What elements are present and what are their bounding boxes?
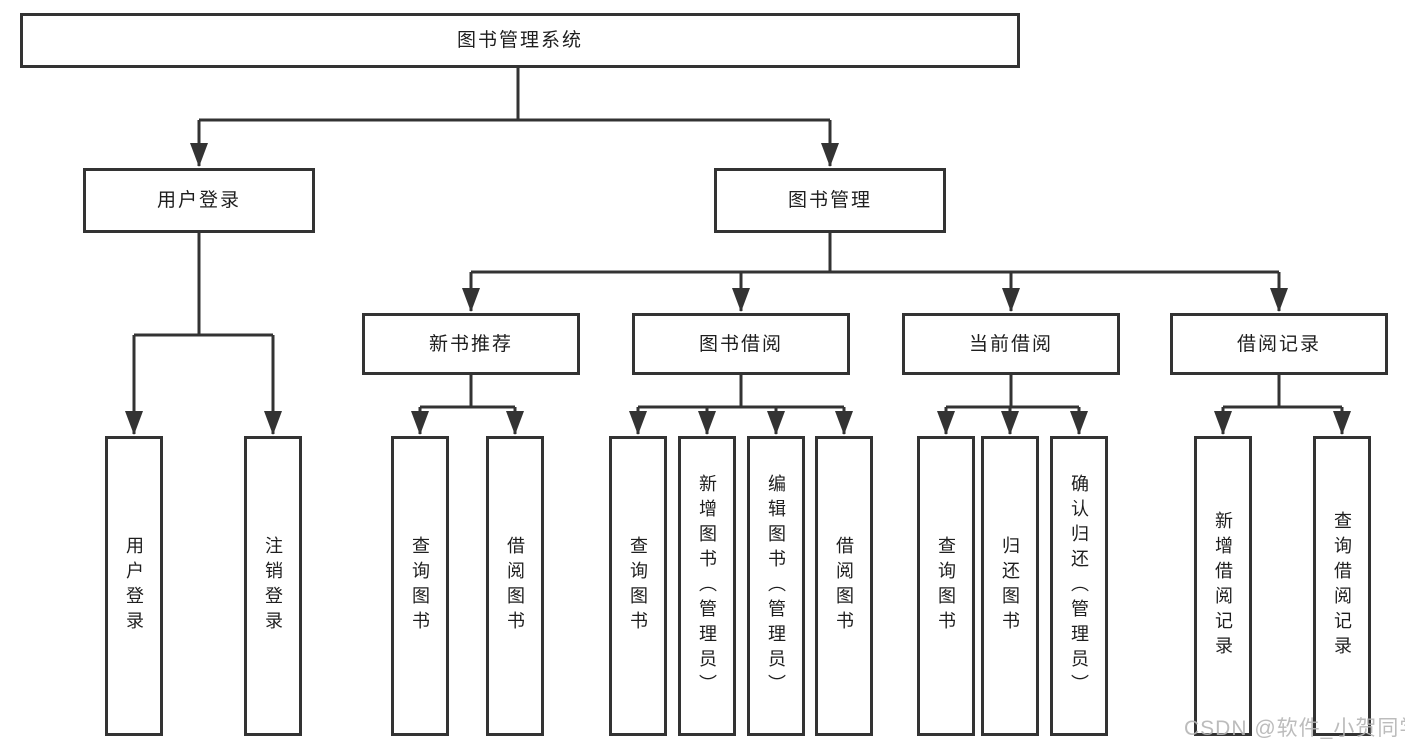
node-borrowing-records: 借阅记录: [1170, 313, 1388, 375]
node-leaf-return-book: 归还图书: [981, 436, 1039, 736]
node-label: 新书推荐: [428, 333, 513, 355]
node-label: 归还图书: [1000, 536, 1020, 636]
edges-current-borrow: [937, 375, 1088, 435]
node-leaf-query-book-borrow: 查询图书: [609, 436, 667, 736]
node-label: 图书管理系统: [456, 30, 583, 51]
node-label: 新增图书（管理员）: [697, 473, 717, 699]
node-leaf-add-borrow-record: 新增借阅记录: [1194, 436, 1252, 736]
edges-book-borrow: [629, 375, 853, 435]
node-label: 图书管理: [787, 190, 872, 211]
node-leaf-user-login: 用户登录: [105, 436, 163, 736]
node-leaf-borrow-book-recommend: 借阅图书: [486, 436, 544, 736]
node-leaf-query-book-current: 查询图书: [917, 436, 975, 736]
node-label: 编辑图书（管理员）: [766, 473, 786, 699]
node-label: 新增借阅记录: [1213, 511, 1233, 661]
node-leaf-query-book-recommend: 查询图书: [391, 436, 449, 736]
node-leaf-edit-book-admin: 编辑图书（管理员）: [747, 436, 805, 736]
node-label: 用户登录: [156, 190, 241, 211]
node-label: 借阅记录: [1236, 333, 1321, 355]
edges-root: [190, 68, 839, 167]
edges-user-login: [125, 233, 282, 435]
edges-new-book: [411, 375, 524, 435]
node-label: 用户登录: [124, 536, 144, 636]
node-label: 当前借阅: [968, 333, 1053, 355]
node-book-borrowing: 图书借阅: [632, 313, 850, 375]
node-new-book-recommend: 新书推荐: [362, 313, 580, 375]
node-leaf-query-borrow-record: 查询借阅记录: [1313, 436, 1371, 736]
node-leaf-confirm-return-admin: 确认归还（管理员）: [1050, 436, 1108, 736]
node-label: 确认归还（管理员）: [1069, 473, 1089, 699]
watermark: CSDN @软件_小贺同学: [1184, 717, 1405, 740]
edges-book-management: [462, 233, 1288, 312]
node-user-login-branch: 用户登录: [83, 168, 315, 233]
node-leaf-logout: 注销登录: [244, 436, 302, 736]
node-label: 查询图书: [628, 536, 648, 636]
node-label: 查询图书: [410, 536, 430, 636]
node-current-borrowing: 当前借阅: [902, 313, 1120, 375]
node-label: 借阅图书: [505, 536, 525, 636]
node-label: 查询借阅记录: [1332, 511, 1352, 661]
node-root-system: 图书管理系统: [20, 13, 1020, 68]
node-leaf-add-book-admin: 新增图书（管理员）: [678, 436, 736, 736]
node-label: 图书借阅: [698, 333, 783, 355]
node-leaf-borrow-book: 借阅图书: [815, 436, 873, 736]
node-label: 查询图书: [936, 536, 956, 636]
node-book-management: 图书管理: [714, 168, 946, 233]
edges-borrow-record: [1214, 375, 1351, 435]
node-label: 借阅图书: [834, 536, 854, 636]
node-label: 注销登录: [263, 536, 283, 636]
